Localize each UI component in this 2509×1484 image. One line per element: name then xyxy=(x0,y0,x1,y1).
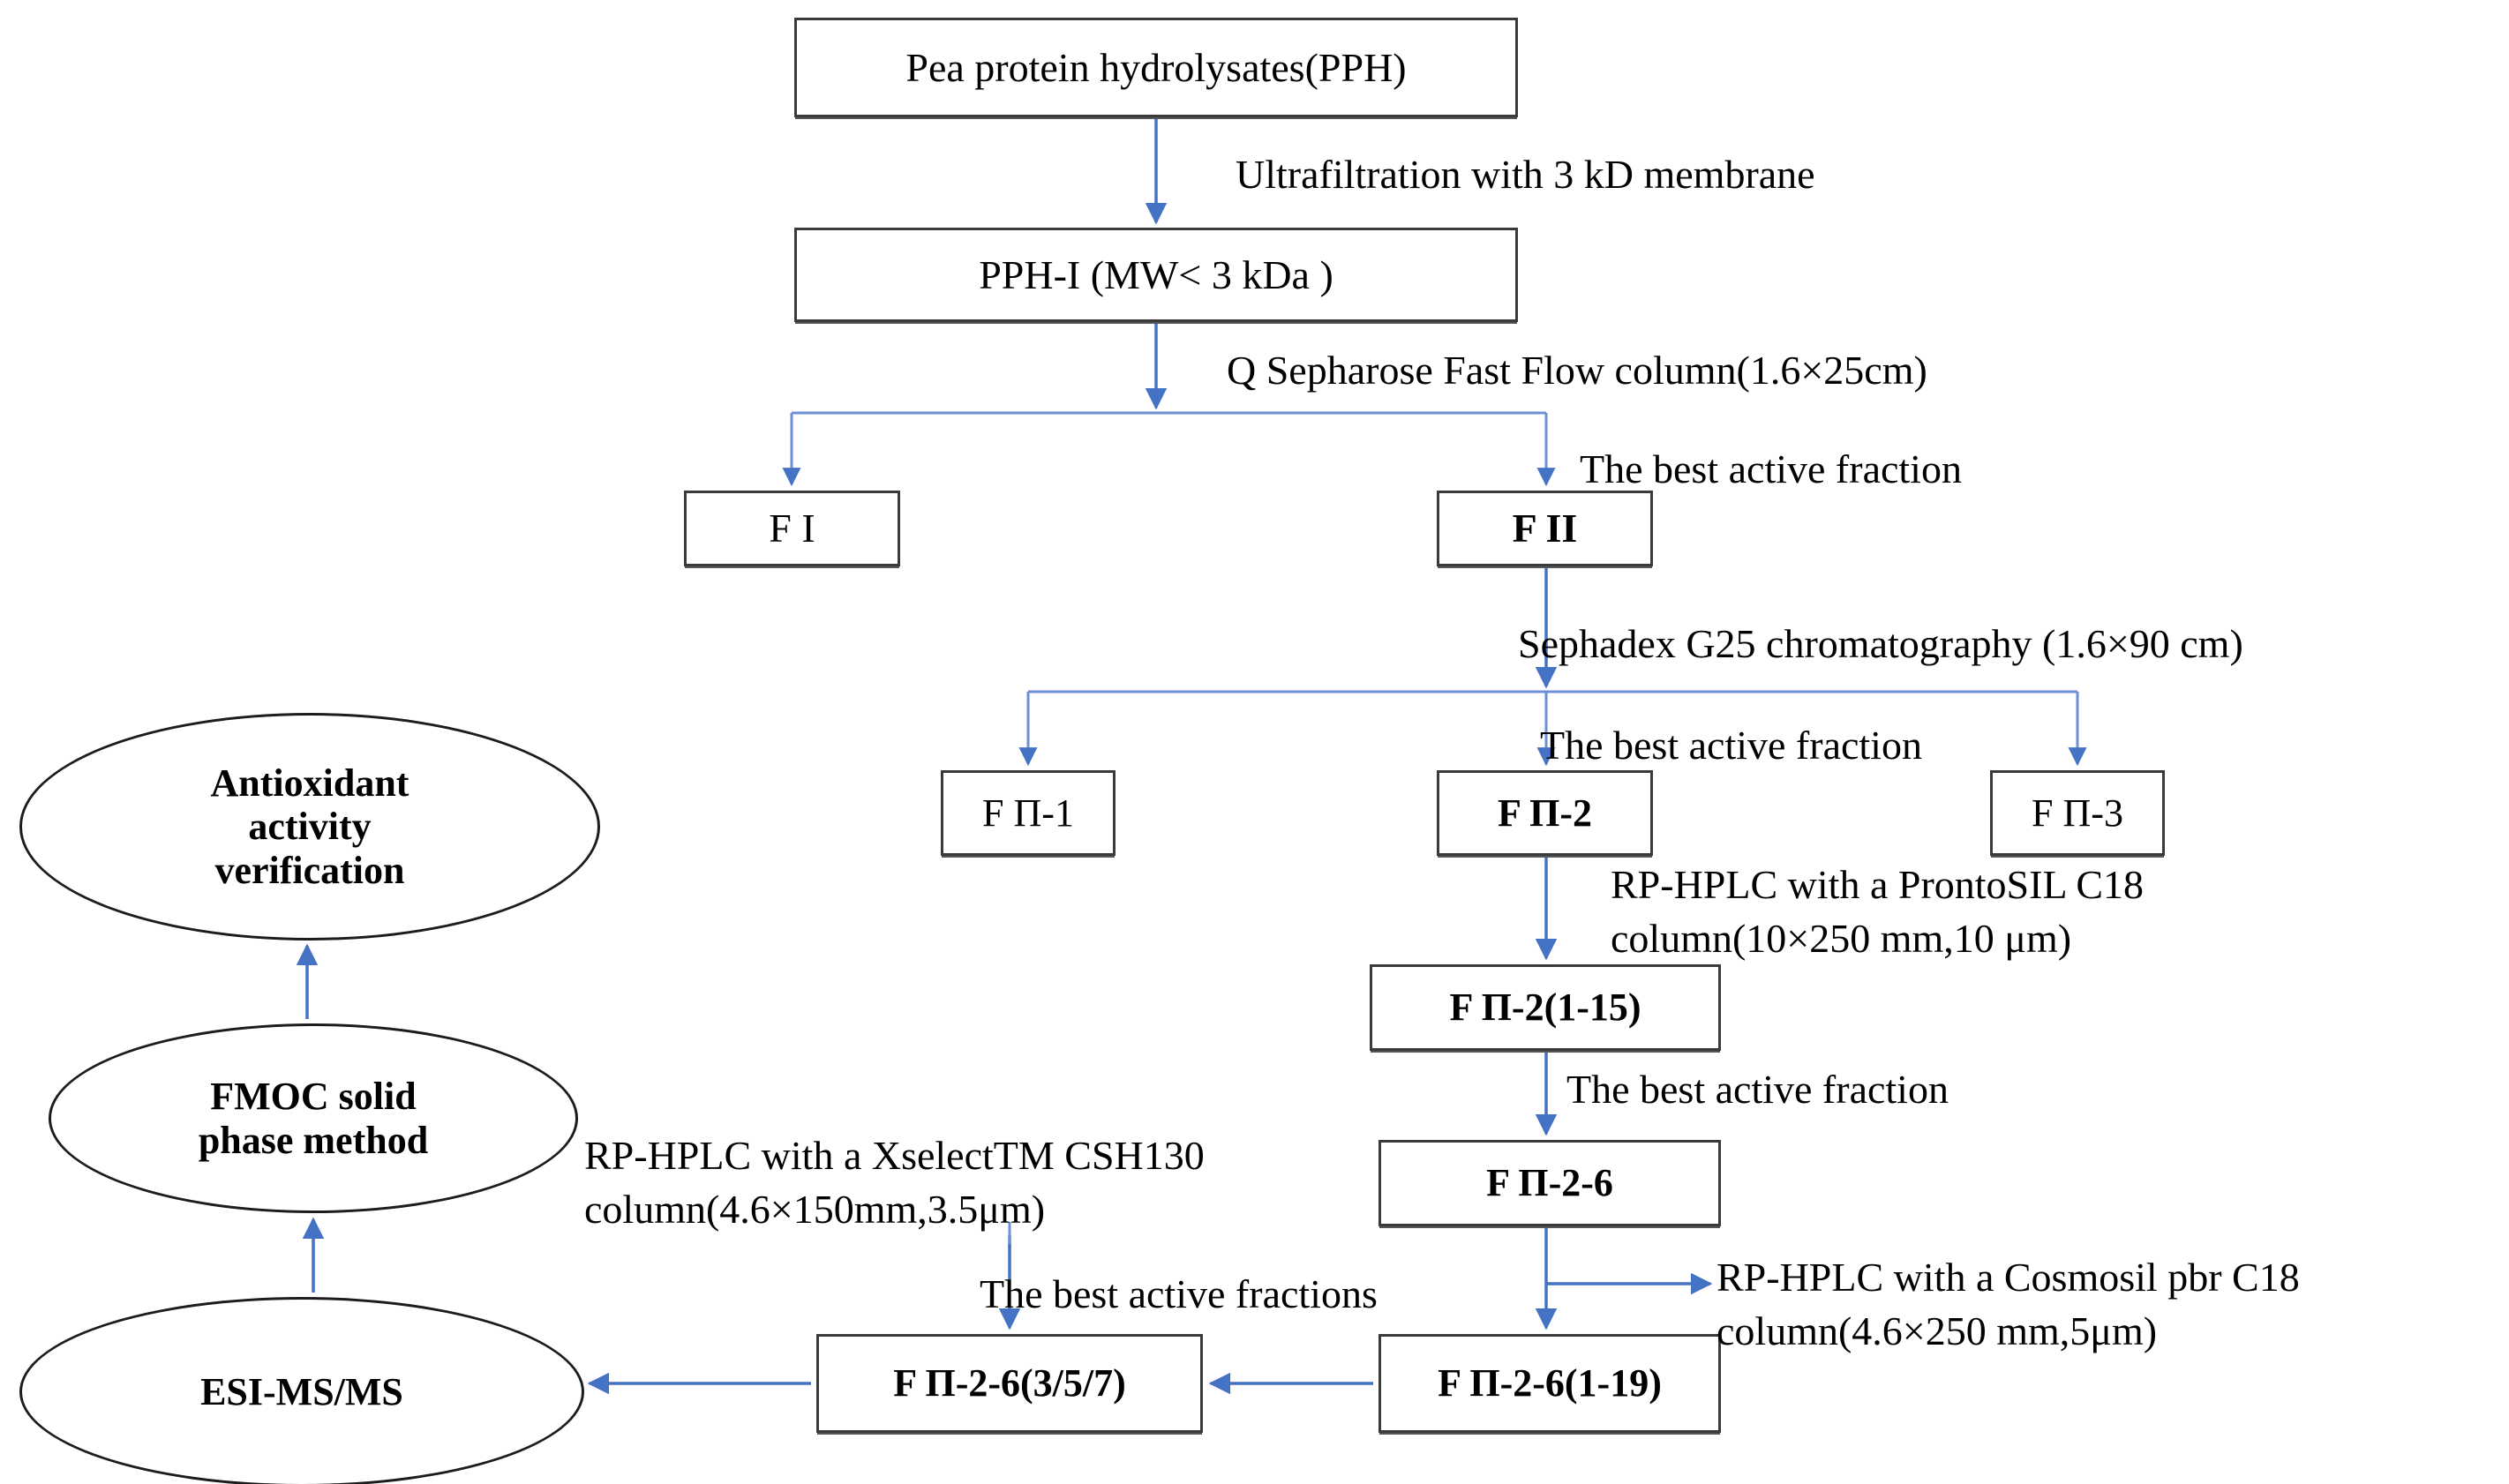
node-f-2-2-6-1-19[interactable]: F П-2-6(1-19) xyxy=(1378,1334,1721,1433)
edge-label-rp-hplc-cosmosil: RP-HPLC with a Cosmosil pbr C18 column(4… xyxy=(1716,1255,2300,1353)
edge-label-ultrafiltration: Ultrafiltration with 3 kD membrane xyxy=(1236,152,1815,197)
edge-label-best-active-fraction-1: The best active fraction xyxy=(1580,446,1962,491)
node-antioxidant-activity-verification[interactable]: Antioxidant activity verification xyxy=(19,713,600,941)
edge-label-rp-hplc-xselect: RP-HPLC with a XselectTM CSH130 column(4… xyxy=(584,1133,1205,1232)
node-f-2-2[interactable]: F П-2 xyxy=(1437,770,1653,856)
node-fmoc-solid-phase-method[interactable]: FMOC solid phase method xyxy=(49,1023,578,1213)
node-f-2-2-6-3-5-7[interactable]: F П-2-6(3/5/7) xyxy=(816,1334,1203,1433)
node-f-1[interactable]: F I xyxy=(684,491,900,566)
edge-label-best-active-fraction-3: The best active fraction xyxy=(1566,1067,1949,1112)
edge-label-rp-hplc-prontosil: RP-HPLC with a ProntoSIL C18 column(10×2… xyxy=(1611,862,2145,961)
node-f-2-2-1-15[interactable]: F П-2(1-15) xyxy=(1370,964,1721,1051)
node-f-2-3[interactable]: F П-3 xyxy=(1990,770,2165,856)
edge-label-best-active-fractions: The best active fractions xyxy=(980,1271,1378,1316)
node-f-2[interactable]: F II xyxy=(1437,491,1653,566)
node-pph-1[interactable]: PPH-I (MW< 3 kDa ) xyxy=(794,228,1518,322)
node-pea-protein-hydrolysates[interactable]: Pea protein hydrolysates(PPH) xyxy=(794,18,1518,117)
node-f-2-1[interactable]: F П-1 xyxy=(941,770,1116,856)
edge-label-sephadex-g25: Sephadex G25 chromatography (1.6×90 cm) xyxy=(1518,621,2243,666)
node-f-2-2-6[interactable]: F П-2-6 xyxy=(1378,1140,1721,1226)
edge-label-best-active-fraction-2: The best active fraction xyxy=(1540,723,1922,768)
node-esi-ms-ms[interactable]: ESI-MS/MS xyxy=(19,1297,584,1484)
edge-label-q-sepharose: Q Sepharose Fast Flow column(1.6×25cm) xyxy=(1227,348,1927,393)
